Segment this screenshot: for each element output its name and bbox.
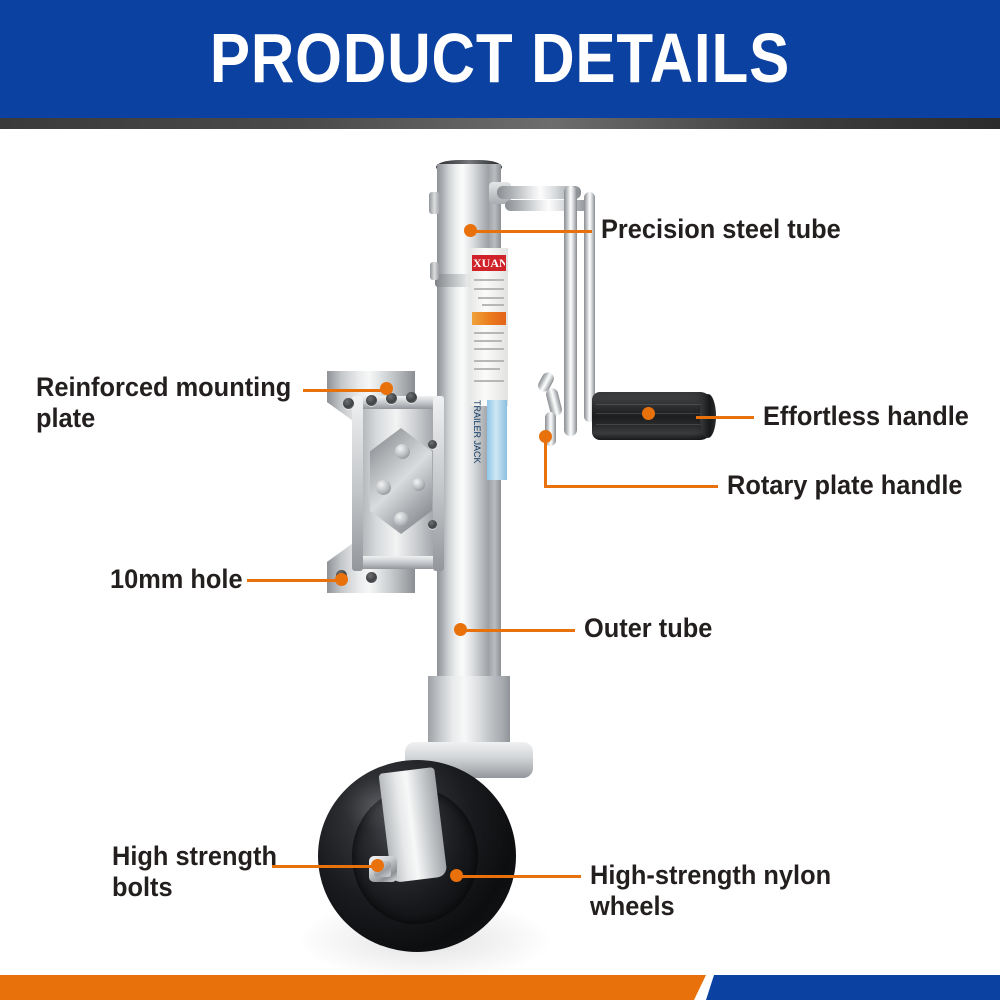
blue-band-sticker	[487, 400, 507, 480]
page-title: PRODUCT DETAILS	[209, 19, 791, 97]
footer-bar-orange	[0, 975, 706, 1000]
blue-band-text: TRAILER JACK	[472, 400, 482, 464]
mounting-plate-right-rail	[433, 396, 444, 571]
grip-ridge	[596, 424, 708, 425]
leader-line-effortless-handle	[696, 416, 754, 419]
sticker-text-line	[474, 380, 504, 382]
rotary-plate-handle-rod-bottom	[545, 412, 556, 446]
callout-label-10mm-hole: 10mm hole	[110, 564, 243, 594]
sticker-text-line	[482, 304, 504, 306]
sticker-text-line	[474, 348, 504, 350]
leader-line-high-strength-bolts	[272, 865, 379, 868]
tube-side-lug-top	[429, 192, 440, 214]
outer-tube-body	[428, 676, 510, 754]
callout-label-rotary-plate-handle: Rotary plate handle	[727, 470, 963, 500]
sticker-text-line	[474, 332, 504, 334]
crank-arm-vertical-inner	[584, 192, 595, 422]
footer-bar-blue	[706, 975, 1000, 1000]
product-label-sticker	[470, 248, 508, 406]
callout-dot-rotary-plate-handle	[539, 430, 552, 443]
sticker-text-line	[474, 279, 504, 281]
callout-label-precision-steel-tube: Precision steel tube	[601, 214, 841, 244]
mounting-plate-left-rail	[352, 396, 363, 571]
sticker-text-line	[474, 340, 502, 342]
sticker-text-line	[474, 368, 500, 370]
mounting-hole	[366, 572, 377, 583]
callout-label-reinforced-mounting-plate: Reinforced mounting plate	[36, 372, 292, 433]
header-divider	[0, 118, 1000, 129]
swivel-rivet	[412, 478, 425, 491]
sticker-text-line	[478, 297, 504, 299]
crank-arm-top-inner	[505, 200, 589, 211]
leader-line-precision-steel-tube	[476, 230, 592, 233]
mounting-hole	[428, 520, 437, 529]
mounting-hole	[366, 395, 377, 406]
callout-dot-effortless-handle	[642, 407, 655, 420]
warning-band	[472, 312, 506, 325]
callout-dot-outer-tube	[454, 623, 467, 636]
callout-label-nylon-wheels: High-strength nylon wheels	[590, 860, 832, 921]
mounting-hole	[428, 440, 437, 449]
sticker-text-line	[474, 288, 504, 290]
callout-label-outer-tube: Outer tube	[584, 613, 713, 643]
swivel-rivet	[376, 480, 391, 495]
callout-label-effortless-handle: Effortless handle	[763, 401, 969, 431]
leader-line-rotary-plate-handle-vertical	[544, 436, 547, 487]
brand-logo-text: XUAN	[473, 256, 505, 270]
swivel-rivet	[394, 512, 409, 527]
tube-side-lug-mid	[430, 262, 439, 280]
leader-line-reinforced-mounting-plate	[303, 389, 390, 392]
leader-line-10mm-hole	[247, 579, 344, 582]
mounting-hole	[406, 392, 417, 403]
leader-line-outer-tube	[466, 629, 575, 632]
mounting-hole	[386, 393, 397, 404]
mounting-plate-bottom-bar	[352, 556, 444, 569]
leader-line-nylon-wheels	[462, 875, 581, 878]
header-banner	[0, 0, 1000, 118]
callout-dot-10mm-hole	[335, 573, 348, 586]
callout-dot-precision-steel-tube	[464, 224, 477, 237]
crank-arm-vertical	[564, 186, 577, 436]
callout-dot-reinforced-mounting-plate	[380, 382, 393, 395]
callout-dot-high-strength-bolts	[371, 859, 384, 872]
callout-label-high-strength-bolts: High strength bolts	[112, 841, 277, 902]
brand-logo-box	[472, 255, 506, 271]
callout-dot-nylon-wheels	[450, 869, 463, 882]
mounting-hole	[343, 398, 354, 409]
leader-line-rotary-plate-handle	[544, 485, 718, 488]
grip-ridge	[596, 404, 708, 405]
swivel-rivet	[395, 444, 410, 459]
sticker-text-line	[474, 360, 504, 362]
crank-arm-top	[497, 186, 581, 199]
